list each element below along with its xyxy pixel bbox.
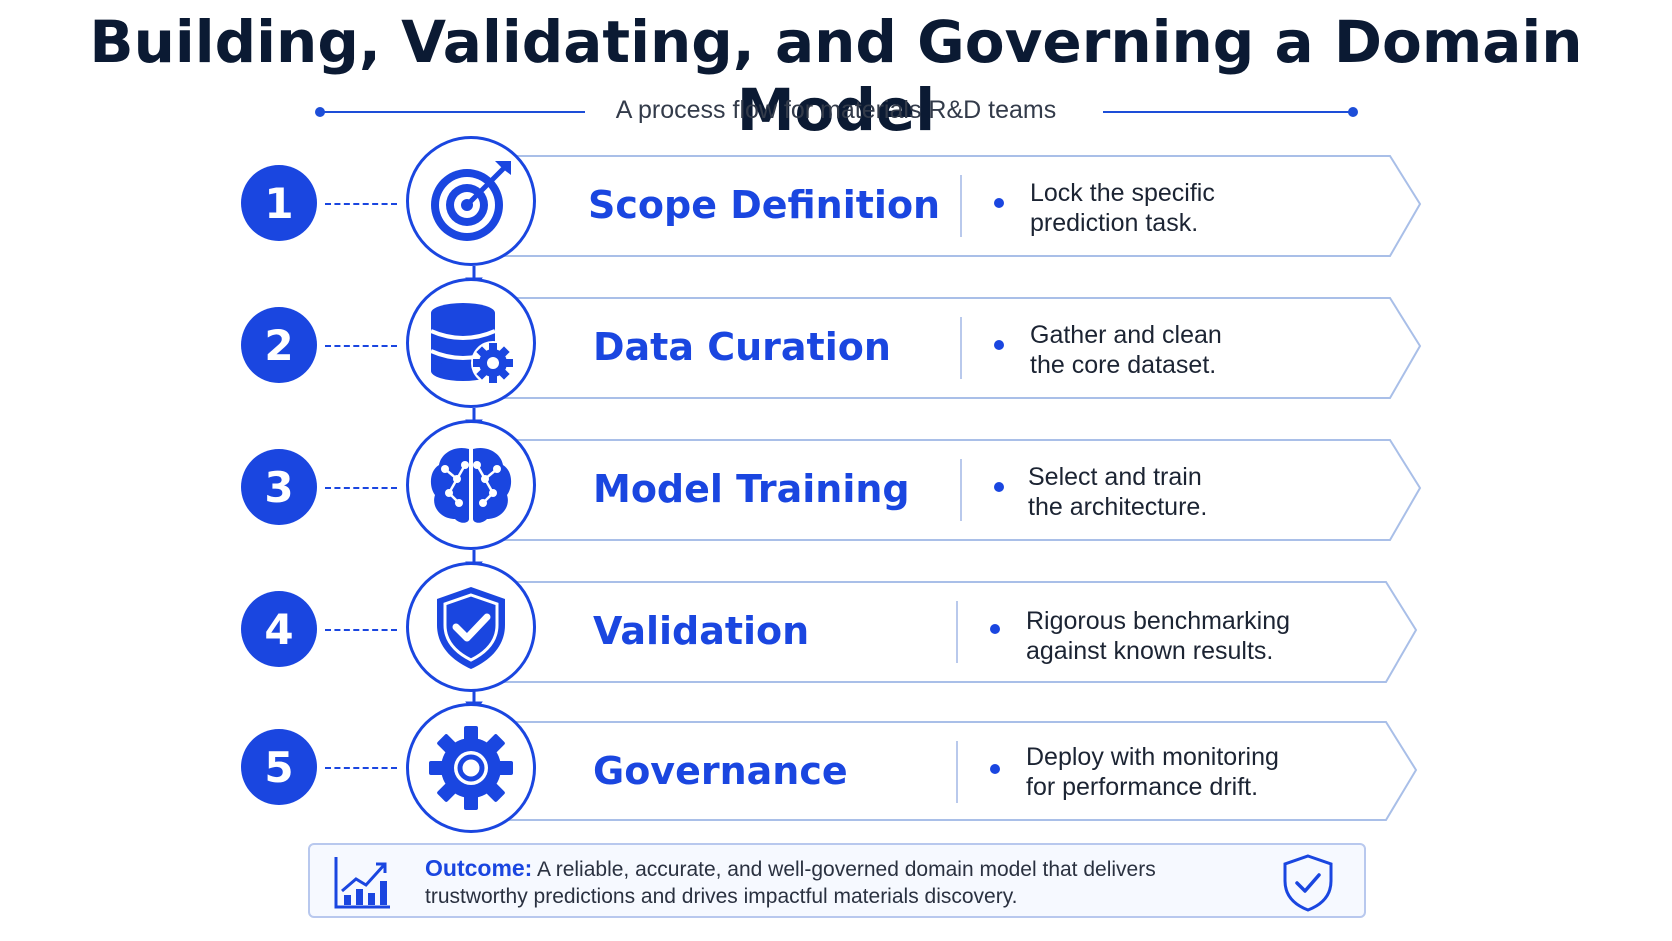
step-desc-3-line-2: the architecture.: [1028, 493, 1208, 521]
step-divider-2: [960, 317, 962, 379]
brain-network-icon: [430, 447, 512, 523]
step-dash-1: [325, 203, 397, 205]
step-icon-ring-5: [406, 703, 536, 833]
step-desc-4-line-1: Rigorous benchmarking: [1026, 607, 1291, 635]
step-bullet-2: [994, 340, 1004, 350]
step-number-5: 5: [241, 729, 317, 805]
step-divider-3: [960, 459, 962, 521]
step-desc-1-line-1: Lock the specific: [1030, 179, 1215, 207]
subtitle-rule-right: [1103, 111, 1353, 113]
step-bullet-3: [994, 482, 1004, 492]
outcome-description: A reliable, accurate, and well-governed …: [425, 858, 1156, 908]
step-dash-3: [325, 487, 397, 489]
step-desc-1-line-2: prediction task.: [1030, 209, 1199, 237]
step-desc-2: Gather and clean the core dataset.: [1030, 320, 1360, 380]
outcome-label: Outcome:: [425, 855, 533, 881]
step-number-1: 1: [241, 165, 317, 241]
subtitle-rule-left: [320, 111, 585, 113]
step-divider-1: [960, 175, 962, 237]
step-number-4: 4: [241, 591, 317, 667]
subtitle-dot-right: [1348, 107, 1358, 117]
step-divider-4: [956, 601, 958, 663]
step-desc-3: Select and train the architecture.: [1028, 462, 1358, 522]
step-desc-3-line-1: Select and train: [1028, 463, 1202, 491]
page-subtitle: A process flow for materials R&D teams: [615, 96, 1057, 124]
step-desc-1: Lock the specific prediction task.: [1030, 178, 1360, 238]
shield-check-icon: [1283, 854, 1333, 912]
step-desc-5-line-1: Deploy with monitoring: [1026, 743, 1279, 771]
step-number-3: 3: [241, 449, 317, 525]
step-title-1: Scope Definition: [588, 183, 941, 227]
step-desc-4-line-2: against known results.: [1026, 637, 1274, 665]
step-number-2: 2: [241, 307, 317, 383]
step-icon-ring-3: [406, 420, 536, 550]
step-title-3: Model Training: [593, 467, 910, 511]
step-desc-5: Deploy with monitoring for performance d…: [1026, 742, 1356, 802]
step-title-2: Data Curation: [593, 325, 891, 369]
step-dash-4: [325, 629, 397, 631]
step-bullet-4: [990, 624, 1000, 634]
subtitle-row: A process flow for materials R&D teams: [0, 92, 1672, 132]
growth-chart-icon: [334, 857, 390, 909]
outcome-text: Outcome: A reliable, accurate, and well-…: [425, 855, 1245, 910]
outcome-box: Outcome: A reliable, accurate, and well-…: [308, 843, 1366, 918]
step-desc-2-line-2: the core dataset.: [1030, 351, 1217, 379]
shield-check-icon: [437, 587, 505, 669]
step-bullet-1: [994, 198, 1004, 208]
gear-icon: [429, 726, 513, 810]
step-title-5: Governance: [593, 749, 848, 793]
step-dash-5: [325, 767, 397, 769]
step-dash-2: [325, 345, 397, 347]
page-title: Building, Validating, and Governing a Do…: [89, 8, 1583, 144]
target-icon: [431, 161, 511, 241]
step-desc-5-line-2: for performance drift.: [1026, 773, 1259, 801]
database-gear-icon: [430, 303, 515, 385]
step-desc-4: Rigorous benchmarking against known resu…: [1026, 606, 1356, 666]
step-icon-ring-4: [406, 562, 536, 692]
step-title-4: Validation: [593, 609, 810, 653]
step-icon-ring-2: [406, 278, 536, 408]
step-desc-2-line-1: Gather and clean: [1030, 321, 1222, 349]
step-icon-ring-1: [406, 136, 536, 266]
step-divider-5: [956, 741, 958, 803]
step-bullet-5: [990, 764, 1000, 774]
